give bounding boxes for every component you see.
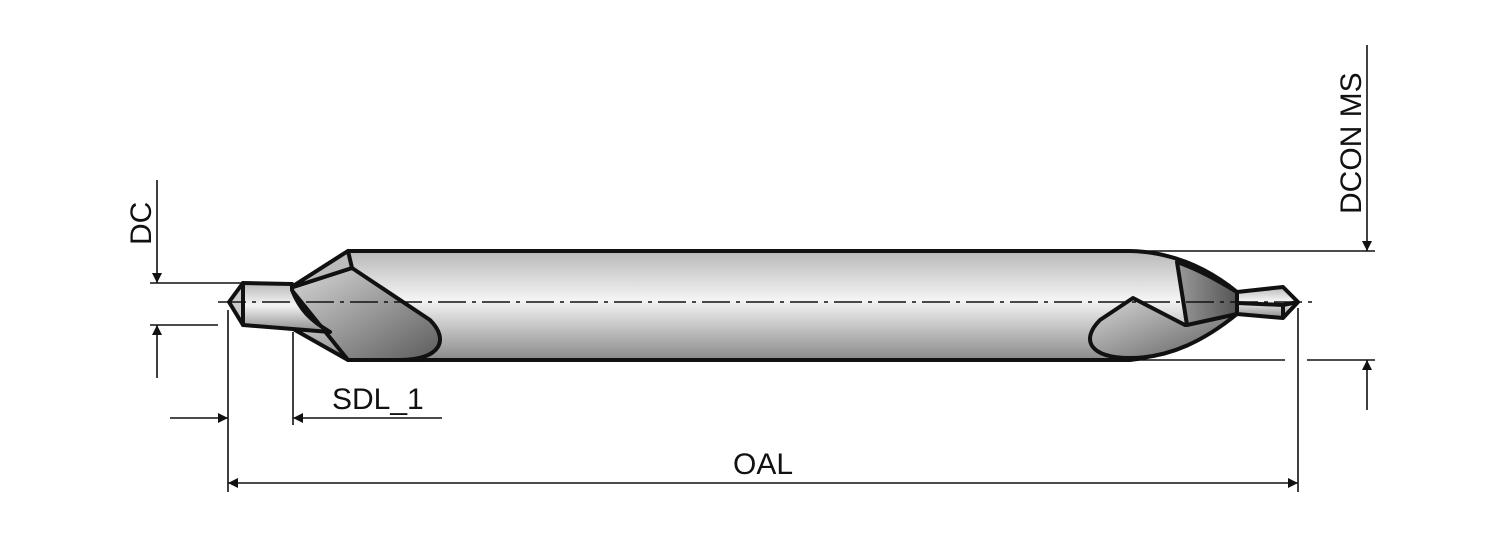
left-flute bbox=[288, 266, 442, 362]
dc-dimension: DC bbox=[125, 180, 243, 378]
sdl-label: SDL_1 bbox=[332, 383, 424, 416]
sdl-dimension: SDL_1 bbox=[170, 310, 442, 492]
dcon-dimension: DCON MS bbox=[1130, 45, 1375, 410]
right-flute bbox=[1088, 296, 1239, 360]
oal-dimension: OAL bbox=[228, 308, 1299, 492]
dcon-label: DCON MS bbox=[1335, 72, 1368, 214]
drill-body bbox=[227, 249, 1300, 362]
left-tip bbox=[227, 281, 245, 327]
left-pilot bbox=[241, 281, 332, 334]
oal-label: OAL bbox=[733, 448, 793, 481]
dc-label: DC bbox=[125, 202, 158, 245]
